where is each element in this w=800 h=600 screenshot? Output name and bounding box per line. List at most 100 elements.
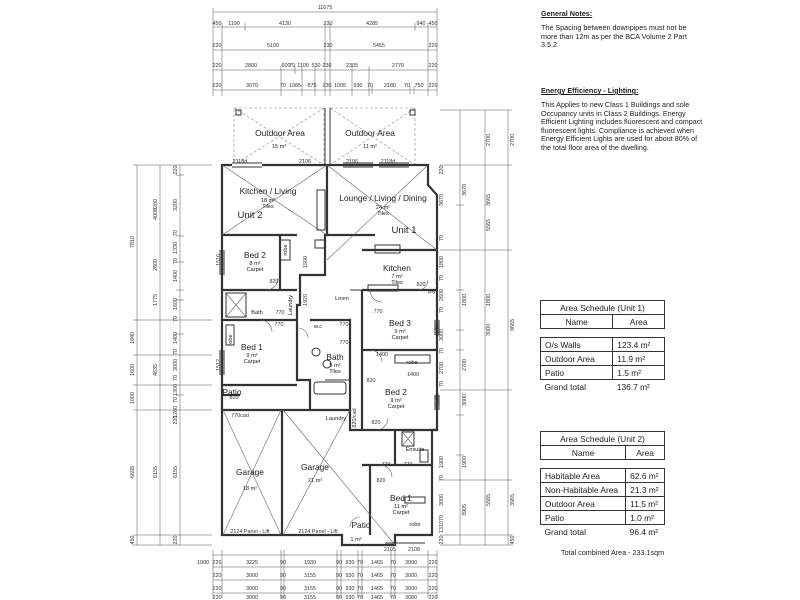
dim: 70 bbox=[173, 375, 179, 381]
room-kitchen-u1-area: 7 m² bbox=[391, 274, 402, 280]
dim: 70 bbox=[439, 348, 445, 354]
room-bed3-finish: Carpet bbox=[392, 335, 409, 341]
dim: 1000 bbox=[197, 560, 209, 566]
dim: 220 bbox=[429, 83, 438, 89]
dim-total-width: 11675 bbox=[318, 5, 333, 11]
dim: 90 bbox=[280, 560, 286, 566]
room-kitchen-u1-finish: Tiles bbox=[391, 280, 403, 286]
dim: 1330 bbox=[173, 242, 179, 254]
dim: 70 bbox=[439, 475, 445, 481]
area-schedule-unit-1: Area Schedule (Unit 1) Name Area O/s Wal… bbox=[539, 300, 665, 394]
dim: 1800 bbox=[439, 256, 445, 268]
dim: 70 bbox=[357, 586, 363, 592]
dim: 220 bbox=[213, 560, 222, 566]
dim: 4130 bbox=[279, 21, 291, 27]
dim: 220 bbox=[213, 595, 222, 600]
annotation: 770 bbox=[276, 310, 285, 316]
room-patio-u2-name: Patio bbox=[222, 387, 241, 397]
dim: 90 bbox=[280, 573, 286, 579]
room-garage-u1-name: Garage bbox=[301, 462, 329, 472]
room-bath-u1-finish: Tiles bbox=[329, 369, 341, 375]
dim: 90 bbox=[336, 560, 342, 566]
laundry-u1-label: Laundry bbox=[326, 416, 346, 422]
dim: 70 bbox=[439, 235, 445, 241]
room-bed3-area: 9 m² bbox=[394, 329, 405, 335]
annotation: 770 bbox=[374, 309, 383, 315]
annotation: 770cad bbox=[231, 413, 249, 419]
dim: 1190 bbox=[228, 21, 240, 27]
room-bed2-u2-area: 8 m² bbox=[249, 261, 260, 267]
dim: 70 bbox=[390, 560, 396, 566]
dim: 750 bbox=[415, 83, 424, 89]
dim: 450 bbox=[510, 536, 516, 545]
floor-plan: .w { stroke:#333; stroke-width:2.2; fill… bbox=[130, 5, 516, 600]
dim: 4635 bbox=[153, 364, 159, 376]
robe-label-bed2-u1: robe bbox=[406, 360, 417, 366]
annotation: 2118d bbox=[381, 159, 396, 165]
dim: 230 bbox=[324, 43, 333, 49]
dim: 3000 bbox=[173, 359, 179, 371]
dim: 220 bbox=[173, 166, 179, 175]
dim: 90 bbox=[336, 586, 342, 592]
toilet-icon bbox=[311, 347, 321, 357]
room-bath-u1-name: Bath bbox=[326, 352, 344, 362]
basin-icon bbox=[322, 359, 332, 369]
room-kitchen-living-area: 18 m² bbox=[261, 198, 275, 204]
dim: 2700 bbox=[510, 134, 516, 146]
dim: 2180 bbox=[384, 83, 396, 89]
dim: 2305 bbox=[346, 63, 358, 69]
dim: 3070 bbox=[246, 83, 258, 89]
dim: 220 bbox=[439, 536, 445, 545]
dim: 1310 bbox=[439, 521, 445, 533]
dim: 6695 bbox=[130, 466, 136, 478]
room-bed2-u2-name: Bed 2 bbox=[244, 250, 266, 260]
annotation: 770 bbox=[340, 322, 349, 328]
dim: 450 bbox=[130, 536, 136, 545]
room-garage-u2-name: Garage bbox=[236, 467, 264, 477]
dim: 3905 bbox=[462, 504, 468, 516]
room-kitchen-living-name: Kitchen / Living bbox=[240, 186, 297, 196]
dim: 1465 bbox=[371, 573, 383, 579]
annotation: 820/cad bbox=[352, 408, 358, 427]
dim: 3000 bbox=[405, 586, 417, 592]
room-outdoor-u2-area: 15 m² bbox=[272, 144, 286, 150]
dim: 930 bbox=[346, 560, 355, 566]
column-header-area: Area bbox=[612, 314, 665, 329]
dim: 70 bbox=[367, 83, 373, 89]
column-header-name: Name bbox=[539, 314, 614, 329]
room-bed1-u2-name: Bed 1 bbox=[241, 342, 263, 352]
dim: 90 bbox=[280, 595, 286, 600]
dim: 70 bbox=[280, 83, 286, 89]
dim: 70 bbox=[357, 595, 363, 600]
dim: 220 bbox=[429, 43, 438, 49]
dim: 930 bbox=[346, 573, 355, 579]
dim: 930 bbox=[346, 586, 355, 592]
dim: 70 bbox=[390, 586, 396, 592]
annotation: 770 bbox=[340, 340, 349, 346]
cell-area: 11.9 m² bbox=[612, 351, 665, 366]
dimensions-top: 11675 450 1190 4130 230 4285 940 450 220… bbox=[213, 5, 438, 96]
table-row-total: Grand total 136.7 m² bbox=[541, 380, 665, 394]
room-bed1-u1-area: 11 m² bbox=[394, 504, 408, 510]
cell-area: 62.6 m² bbox=[625, 468, 665, 483]
total-value: 136.7 m² bbox=[616, 381, 650, 392]
dim: 70 bbox=[390, 573, 396, 579]
cell-area: 11.5 m² bbox=[625, 496, 665, 511]
dim: 3000 bbox=[405, 573, 417, 579]
dim: 70 bbox=[404, 83, 410, 89]
annotation: 2124 Panel - Lift bbox=[230, 529, 270, 535]
annotation: 820 bbox=[230, 395, 239, 401]
room-lounge-name: Lounge / Living / Dining bbox=[339, 193, 427, 203]
cell-name: Outdoor Area bbox=[539, 351, 614, 366]
dimensions-left: 7810 1840 1600 1000 6695 450 3200 4000 2… bbox=[130, 164, 212, 546]
dim: 90 bbox=[336, 595, 342, 600]
dim: 450 bbox=[429, 21, 438, 27]
table-row-total: Grand total 96.4 m² bbox=[541, 525, 665, 539]
annotation: 820 bbox=[270, 279, 279, 285]
island-bench-icon bbox=[367, 284, 399, 292]
linen-label: Linen bbox=[335, 296, 349, 302]
garage-diagonals bbox=[221, 164, 438, 546]
annotation: 2106 bbox=[346, 159, 358, 165]
room-bed2-u1-finish: Carpet bbox=[388, 404, 405, 410]
dim: 3000 bbox=[246, 586, 258, 592]
